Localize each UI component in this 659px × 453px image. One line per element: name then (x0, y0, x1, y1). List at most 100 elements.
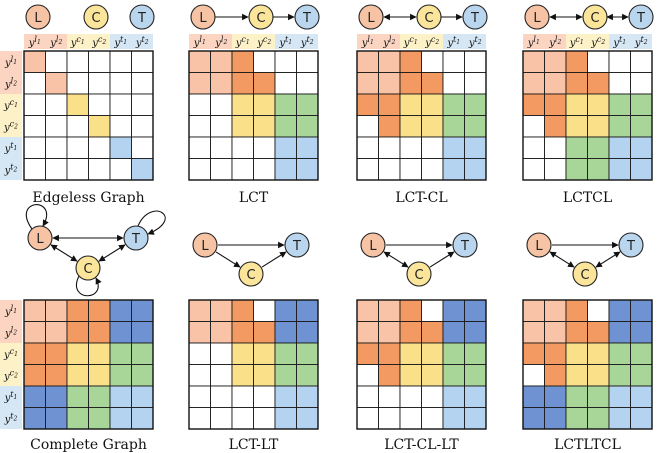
matrix-cell (188, 342, 211, 365)
matrix-cell (231, 364, 254, 387)
matrix-cell (23, 385, 46, 408)
panel-caption: LCTLTCL (554, 437, 621, 453)
matrix-cell (356, 407, 379, 430)
matrix-cell (88, 385, 111, 408)
matrix-cell (378, 136, 401, 159)
edge-l-c (549, 251, 575, 268)
matrix-cell (399, 299, 422, 322)
matrix-cell (630, 115, 653, 138)
matrix-border (356, 50, 487, 181)
matrix-cell (66, 158, 89, 181)
matrix-cell (296, 407, 319, 430)
panel-caption: LCTCL (563, 190, 612, 206)
matrix-cell (421, 158, 444, 181)
mask-matrix (356, 299, 487, 430)
matrix-cell (23, 93, 46, 116)
matrix-cell (442, 158, 465, 181)
row-header-bg (0, 407, 22, 429)
matrix-cell (356, 72, 379, 95)
node-c: C (83, 4, 109, 30)
column-header-label: yl2 (548, 35, 561, 49)
node-t-label: T (460, 239, 469, 254)
matrix-cell (131, 50, 154, 73)
matrix-cell (274, 136, 297, 159)
matrix-cell (356, 299, 379, 322)
matrix-cell (253, 364, 276, 387)
mask-matrix (522, 50, 653, 181)
self-loop-t (137, 210, 166, 235)
node-c: C (572, 261, 598, 287)
graph-bot-complete: LCT (25, 204, 166, 297)
node-l-label: L (369, 239, 377, 254)
column-header-label: yt2 (634, 35, 648, 49)
matrix-cell (565, 72, 588, 95)
matrix-cell (88, 93, 111, 116)
matrix-cell (608, 364, 631, 387)
matrix-cell (378, 93, 401, 116)
matrix-cell (608, 72, 631, 95)
matrix-cell (45, 50, 68, 73)
column-header-label: yc1 (403, 35, 418, 49)
matrix-cell (66, 342, 89, 365)
row-header-bg (0, 386, 22, 408)
matrix-cell (109, 407, 132, 430)
node-t-label: T (131, 232, 140, 247)
matrix-cell (378, 321, 401, 344)
matrix-cell (23, 50, 46, 73)
matrix-cell (88, 407, 111, 430)
matrix-cell (109, 321, 132, 344)
column-header-label: yt2 (135, 35, 149, 49)
matrix-cell (296, 342, 319, 365)
node-t-label: T (626, 239, 635, 254)
matrix-cell (296, 136, 319, 159)
matrix-cell (296, 72, 319, 95)
matrix-cell (131, 72, 154, 95)
matrix-cell (274, 364, 297, 387)
matrix-cell (45, 93, 68, 116)
panel-caption: LCT-CL-LT (384, 437, 459, 453)
matrix-cell (109, 342, 132, 365)
matrix-cell (131, 385, 154, 408)
matrix-cell (608, 115, 631, 138)
matrix-cell (210, 72, 233, 95)
matrix-cell (274, 299, 297, 322)
column-header-label: yc2 (256, 35, 271, 49)
matrix-cell (23, 158, 46, 181)
panel-caption: Edgeless Graph (32, 190, 144, 206)
matrix-cell (630, 158, 653, 181)
column-header-label: yc2 (590, 35, 605, 49)
column-header-bg (296, 34, 318, 49)
matrix-cell (587, 299, 610, 322)
matrix-cell (522, 342, 545, 365)
matrix-cell (45, 299, 68, 322)
node-l-label: L (201, 239, 209, 254)
row-header-bg (0, 158, 22, 180)
matrix-cell (88, 115, 111, 138)
matrix-cell (45, 321, 68, 344)
matrix-cell (231, 93, 254, 116)
node-c-label: C (414, 268, 423, 283)
column-header-label: yl1 (28, 35, 41, 49)
matrix-cell (210, 136, 233, 159)
matrix-cell (210, 342, 233, 365)
matrix-cell (66, 72, 89, 95)
matrix-cell (296, 158, 319, 181)
matrix-cell (356, 115, 379, 138)
matrix-cell (442, 93, 465, 116)
matrix-cell (565, 115, 588, 138)
mask-matrix (188, 50, 319, 181)
self-loop-l (25, 204, 49, 230)
matrix-cell (66, 321, 89, 344)
panel-caption: LCT-CL (395, 190, 447, 206)
matrix-cell (23, 115, 46, 138)
matrix-cell (378, 72, 401, 95)
node-c: C (75, 255, 101, 281)
matrix-cell (23, 299, 46, 322)
row-header-label: yt1 (4, 390, 18, 404)
matrix-cell (45, 342, 68, 365)
matrix-cell (565, 93, 588, 116)
matrix-cell (45, 136, 68, 159)
matrix-cell (88, 299, 111, 322)
